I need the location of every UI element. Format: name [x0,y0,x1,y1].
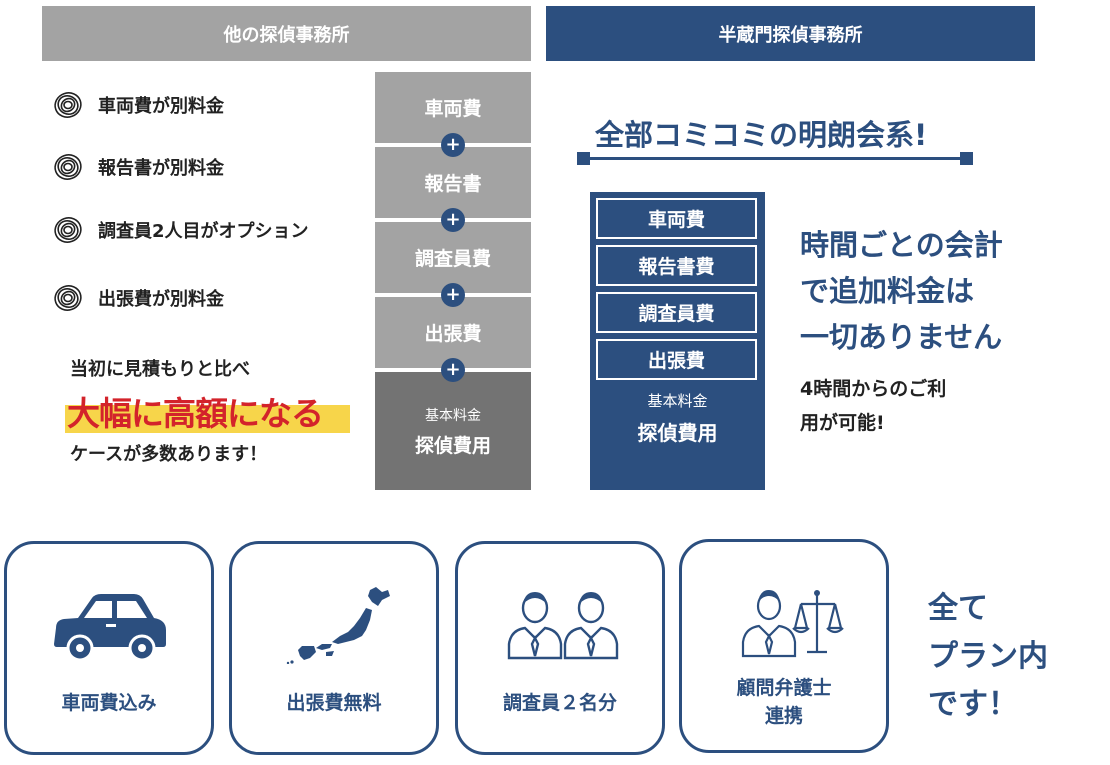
ours-fee-travel: 出張費 [596,339,757,380]
sub-claim-line: 4時間からのご利 [800,378,947,400]
car-icon [54,594,166,662]
plus-icon: + [441,133,465,157]
all-inclusive-slogan: 全部コミコミの明朗会系! [595,118,928,152]
extra-fee-item-travel: 出張費が別料金 [52,281,224,315]
ours-base-fee: 基本料金 探偵費用 [590,390,765,446]
fee-label: 報告書費 [638,256,715,278]
scribble-icon [54,285,82,311]
feature-label: 出張費無料 [286,692,382,714]
other-base-fee: 基本料金 探偵費用 [375,372,531,490]
base-fee-small-label: 基本料金 [425,407,481,424]
slogan-underline [582,157,967,160]
header-hanzomon-agency: 半蔵門探偵事務所 [546,6,1035,61]
header-other-agencies: 他の探偵事務所 [42,6,531,61]
extra-fee-label: 車両費が別料金 [98,96,224,117]
fee-label: 車両費 [424,98,482,120]
claim-line: 一切ありません [800,320,1003,354]
extra-fee-label: 報告書が別料金 [98,158,224,179]
all-plans-line: 全て [928,591,988,626]
other-fee-report: 報告書 [375,147,531,218]
base-fee-big-label: 探偵費用 [414,434,491,457]
base-fee-small-label: 基本料金 [647,392,708,410]
header-other-label: 他の探偵事務所 [223,24,350,46]
underline-end-square [960,152,973,165]
feature-label: 調査員２名分 [502,692,617,714]
base-fee-big-label: 探偵費用 [637,421,718,445]
warning-line-2: ケースが多数あります！ [70,444,268,465]
two-investigators-icon [507,592,619,660]
feature-label-line: 連携 [764,705,803,727]
scribble-icon [54,217,82,243]
all-plans-line: です！ [928,687,1018,722]
ours-fee-vehicle: 車両費 [596,198,757,239]
fee-label: 出張費 [647,350,705,372]
plus-icon: + [441,358,465,382]
lawyer-icon [741,590,844,658]
underline-end-square [577,152,590,165]
fee-label: 出張費 [424,323,482,345]
warning-highlight-text: 大幅に高額になる [67,394,324,433]
extra-fee-item-vehicle: 車両費が別料金 [52,88,224,122]
warning-line-1: 当初に見積もりと比べ [70,359,250,380]
sub-claim-line: 用が可能! [800,412,885,434]
other-fee-investigator: 調査員費 [375,222,531,293]
claim-line: 時間ごとの会計 [800,228,1003,262]
plus-icon: + [441,208,465,232]
feature-card-vehicle: 車両費込み [4,541,214,755]
feature-label-multiline: 顧問弁護士 連携 [682,674,886,730]
feature-card-lawyer: 顧問弁護士 連携 [679,539,889,753]
ours-fee-investigator: 調査員費 [596,292,757,333]
other-fee-travel: 出張費 [375,297,531,368]
all-plans-line: プラン内 [928,639,1048,674]
fee-label: 車両費 [647,209,705,231]
feature-label-line: 顧問弁護士 [736,677,832,699]
warning-highlight: 大幅に高額になる [65,387,350,435]
extra-fee-label: 出張費が別料金 [98,289,224,310]
fee-label: 調査員費 [638,303,715,325]
extra-fee-item-second-investigator: 調査員2人目がオプション [52,213,309,247]
highlight-marker [65,405,350,433]
extra-fee-label: 調査員2人目がオプション [98,221,309,242]
feature-card-travel: 出張費無料 [229,541,439,755]
other-fee-vehicle: 車両費 [375,72,531,143]
header-ours-label: 半蔵門探偵事務所 [718,24,863,46]
extra-fee-item-report: 報告書が別料金 [52,150,224,184]
feature-card-investigators: 調査員２名分 [455,541,665,755]
minimum-hours-note: 4時間からのご利 用が可能! [800,372,946,440]
fee-label: 報告書 [424,173,482,195]
included-in-all-plans: 全て プラン内 です！ [928,585,1048,729]
plus-icon: + [441,283,465,307]
japan-map-icon [286,587,390,664]
no-extra-fee-claim: 時間ごとの会計 で追加料金は 一切ありません [800,222,1003,360]
scribble-icon [54,154,82,180]
scribble-icon [54,92,82,118]
fee-label: 調査員費 [414,248,491,270]
feature-label: 車両費込み [61,692,157,714]
claim-line: で追加料金は [800,274,975,308]
ours-fee-report: 報告書費 [596,245,757,286]
